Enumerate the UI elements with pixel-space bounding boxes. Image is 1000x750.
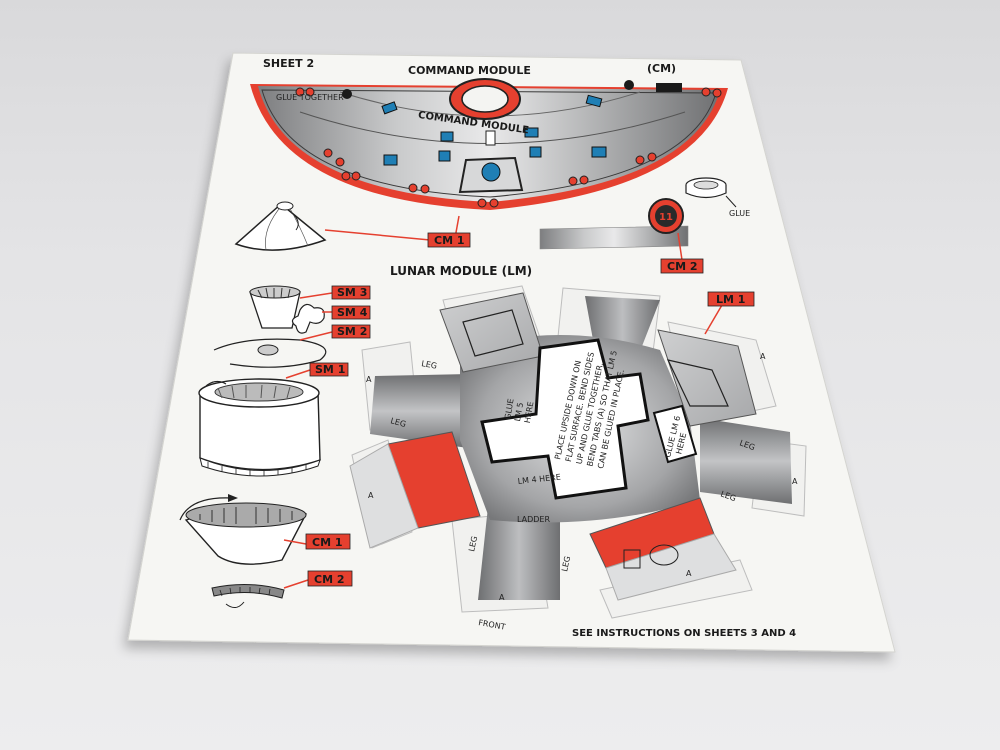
cm-abbr: (CM)	[647, 62, 676, 75]
lm-panel	[657, 329, 757, 427]
leg-label: LEG	[421, 359, 438, 371]
lunar-module-cutout	[349, 285, 807, 619]
lm4-here-label: LM 4 HERE	[517, 473, 561, 486]
window-icon	[529, 146, 542, 158]
cm1-bowl-illustration	[179, 494, 308, 565]
ladder-label: LADDER	[517, 515, 550, 524]
cm2-strip	[539, 225, 689, 250]
tag-cm2-bottom	[307, 570, 353, 587]
sm1-cylinder-illustration	[198, 378, 321, 477]
tab-a-label: A	[366, 375, 372, 384]
cm1-cone-illustration	[234, 201, 327, 251]
sheet-label: SHEET 2	[263, 57, 314, 70]
tag-cm2-top-label: CM 2	[667, 260, 698, 273]
cm-title: COMMAND MODULE	[408, 64, 531, 77]
tag-sm2-label: SM 2	[337, 325, 367, 338]
window-icon	[381, 101, 398, 115]
tag-sm1-label: SM 1	[315, 363, 345, 376]
tab-a-label: A	[760, 352, 766, 361]
svg-text:LM 5: LM 5	[513, 402, 525, 422]
tab-a-label: A	[686, 569, 692, 578]
tag-sm3	[331, 285, 371, 300]
window-icon	[438, 150, 451, 162]
glue-lm6-box	[652, 404, 698, 464]
window-icon	[440, 131, 454, 142]
tag-cm1-top	[427, 232, 471, 248]
glue-ring-illustration	[685, 177, 737, 208]
tag-lm1	[707, 291, 755, 307]
window-icon	[524, 127, 539, 138]
tag-sm3-label: SM 3	[337, 286, 367, 299]
sm2-disc-hole	[257, 344, 279, 356]
tag-sm1	[309, 362, 349, 377]
glue-label: GLUE	[729, 209, 750, 218]
tag-cm1-bottom-label: CM 1	[312, 536, 343, 549]
command-module-cutout: GLUE TOGETHER COMMAND MODULE	[250, 78, 728, 210]
tag-cm1-bottom	[305, 533, 351, 550]
tag-sm4-label: SM 4	[337, 306, 368, 319]
lm-title: LUNAR MODULE (LM)	[390, 264, 532, 278]
cm2-ring-illustration	[211, 583, 285, 608]
window-icon	[591, 146, 607, 158]
tag-sm2	[331, 324, 371, 339]
cm2-dial-number: 11	[659, 212, 673, 223]
tab-a-label: A	[792, 477, 798, 486]
sm3-cup-illustration	[249, 285, 301, 329]
glue-together-label: GLUE TOGETHER	[276, 93, 344, 102]
sm4-shape-illustration	[291, 303, 325, 334]
tag-cm2-top	[660, 258, 704, 274]
glue-lm5-text: GLUE LM 5 HERE	[503, 398, 536, 424]
svg-text:GLUE: GLUE	[503, 398, 516, 420]
leg-label: LEG	[389, 416, 407, 429]
tab-a-label: A	[368, 491, 374, 500]
instruction-panel	[480, 338, 650, 500]
tab-a-label: A	[499, 593, 505, 602]
leg-label: LEG	[467, 535, 479, 552]
tag-cm1-top-label: CM 1	[434, 234, 465, 247]
leg-label: LEG	[560, 555, 572, 572]
svg-text:HERE: HERE	[523, 401, 536, 424]
window-icon	[383, 154, 398, 166]
sm2-disc-illustration	[213, 338, 327, 368]
tag-cm2-bottom-label: CM 2	[314, 573, 345, 586]
tag-lm1-label: LM 1	[716, 293, 745, 306]
footer-note: SEE INSTRUCTIONS ON SHEETS 3 AND 4	[572, 628, 796, 639]
window-icon	[585, 94, 603, 108]
tag-sm4	[331, 305, 371, 320]
